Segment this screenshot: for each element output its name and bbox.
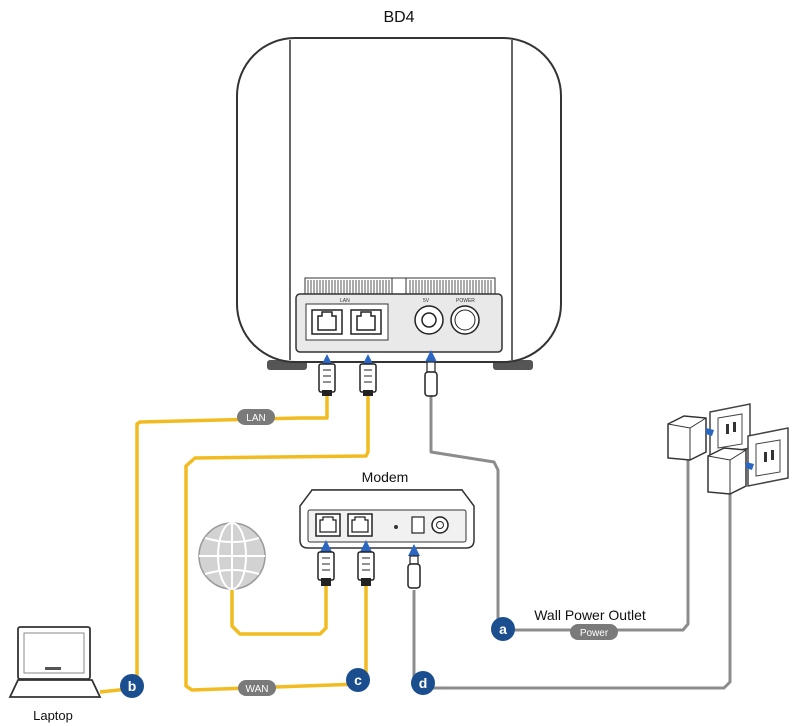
router-lan-port-1 xyxy=(311,309,343,335)
modem-power-switch xyxy=(411,516,425,534)
modem-led xyxy=(394,525,398,529)
router-wan-connector xyxy=(359,354,377,396)
router-dc-jack xyxy=(414,305,444,335)
laptop-icon xyxy=(8,626,102,698)
svg-text:Power: Power xyxy=(580,628,609,639)
router-power-plug xyxy=(424,350,438,397)
power-adapter-icon xyxy=(707,447,754,495)
router-bd4: LAN 5V POWER xyxy=(236,37,562,370)
wall-power-outlet-label: Wall Power Outlet xyxy=(534,607,646,623)
router-power-button xyxy=(450,305,480,335)
modem xyxy=(299,489,475,549)
power-adapter-icon xyxy=(667,415,714,461)
step-badge-d: d xyxy=(411,671,435,695)
modem-title: Modem xyxy=(362,469,409,485)
power-cable-label: Power xyxy=(570,624,618,640)
svg-text:c: c xyxy=(354,672,362,688)
modem-wan-connector xyxy=(357,540,375,586)
modem-dc-jack xyxy=(431,516,449,534)
svg-text:b: b xyxy=(128,678,137,694)
router-title: BD4 xyxy=(383,9,414,26)
router-vent xyxy=(307,280,492,294)
globe-icon xyxy=(198,522,266,590)
laptop-label: Laptop xyxy=(33,708,73,723)
modem-internet-connector xyxy=(317,540,335,586)
step-badge-c: c xyxy=(346,668,370,692)
router-port-label-lan: LAN xyxy=(340,298,350,304)
modem-power-plug xyxy=(407,544,421,589)
step-badge-a: a xyxy=(491,617,515,641)
router-port-label-5v: 5V xyxy=(423,298,430,304)
router-lan-port-2 xyxy=(350,309,382,335)
internet-cable xyxy=(230,585,328,636)
router-lan-connector xyxy=(318,354,336,396)
svg-text:LAN: LAN xyxy=(246,413,265,424)
wan-cable-label: WAN xyxy=(238,680,276,696)
svg-text:a: a xyxy=(499,621,507,637)
modem-port-1 xyxy=(315,513,341,537)
svg-text:d: d xyxy=(419,675,428,691)
step-badge-b: b xyxy=(120,674,144,698)
lan-cable-label: LAN xyxy=(237,409,275,425)
router-port-label-power: POWER xyxy=(456,298,475,304)
modem-power-cable xyxy=(412,490,732,690)
wall-outlet-icon xyxy=(747,427,789,487)
svg-text:WAN: WAN xyxy=(246,684,269,695)
modem-port-2 xyxy=(347,513,373,537)
